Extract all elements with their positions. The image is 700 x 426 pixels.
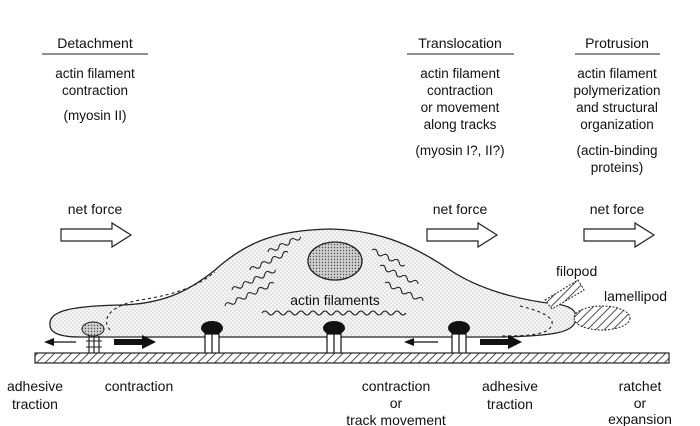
heading-protrusion-text: Protrusion — [585, 35, 649, 51]
cell-body — [49, 228, 577, 338]
heading-protrusion: Protrusion — [575, 35, 660, 55]
heading-translocation-text: Translocation — [418, 35, 502, 51]
translocation-desc-line: along tracks — [424, 117, 497, 132]
cell-cortex-outline — [105, 271, 216, 331]
detachment-desc-line: contraction — [62, 83, 128, 98]
contraction-or-track-label: or — [390, 395, 403, 411]
translocation-desc-line: or movement — [421, 100, 500, 115]
actin-filaments-label: actin filaments — [290, 292, 379, 308]
adhesive-traction-label-left: adhesive — [7, 378, 63, 394]
protrusion-desc-line: and structural — [576, 100, 658, 115]
adhesion-site-detaching — [81, 321, 105, 353]
lamellipod-label: lamellipod — [604, 288, 667, 304]
cell-cortex-outline-right — [499, 305, 553, 337]
protrusion-desc-line: polymerization — [573, 83, 660, 98]
contraction-label-left: contraction — [105, 378, 173, 394]
contraction-arrow-middle-icon — [404, 338, 438, 346]
ratchet-or-expansion-label: ratchet — [619, 378, 662, 394]
net-force-label-middle: net force — [433, 201, 488, 217]
protrusion-desc-line: proteins) — [591, 160, 644, 175]
protrusion-desc-line: organization — [580, 117, 654, 132]
net-force-arrow-right-icon — [583, 221, 656, 249]
protrusion-desc-line: (actin-binding — [576, 143, 657, 158]
ratchet-or-expansion-label: expansion — [608, 411, 672, 426]
translocation-desc-line: contraction — [427, 83, 493, 98]
filopod-label: filopod — [556, 263, 597, 279]
detachment-desc-line: actin filament — [55, 66, 135, 81]
protrusion-description: actin filament polymerization and struct… — [573, 66, 660, 175]
actin-filament-waves — [224, 236, 424, 316]
translocation-desc-line: (myosin I?, II?) — [415, 143, 504, 158]
net-force-label-right: net force — [590, 201, 645, 217]
protrusion-desc-line: actin filament — [577, 66, 657, 81]
contraction-arrow-left-icon — [114, 335, 156, 349]
contraction-or-track-label: contraction — [362, 378, 430, 394]
translocation-desc-line: actin filament — [420, 66, 500, 81]
adhesive-traction-label-right: adhesive — [482, 378, 538, 394]
lamellipod — [573, 305, 631, 331]
detachment-desc-line: (myosin II) — [63, 108, 126, 123]
contraction-or-track-label: track movement — [346, 412, 446, 426]
substratum — [34, 352, 670, 364]
heading-translocation: Translocation — [407, 35, 514, 55]
adhesive-traction-label-left: traction — [12, 396, 58, 412]
adhesive-traction-arrow-right-icon — [480, 335, 522, 349]
net-force-arrow-middle-icon — [426, 221, 499, 249]
net-force-label-left: net force — [68, 201, 123, 217]
detachment-description: actin filament contraction (myosin II) — [55, 66, 135, 123]
net-force-arrow-left-icon — [60, 221, 133, 249]
ratchet-or-expansion-label: or — [634, 395, 647, 411]
translocation-description: actin filament contraction or movement a… — [415, 66, 504, 158]
filopod — [544, 279, 585, 310]
adhesive-traction-arrow-left-icon — [44, 338, 76, 346]
adhesion-site — [448, 321, 470, 355]
nucleus — [307, 241, 363, 281]
heading-detachment-text: Detachment — [57, 35, 133, 51]
adhesive-traction-label-right: traction — [487, 396, 533, 412]
heading-detachment: Detachment — [42, 35, 148, 55]
